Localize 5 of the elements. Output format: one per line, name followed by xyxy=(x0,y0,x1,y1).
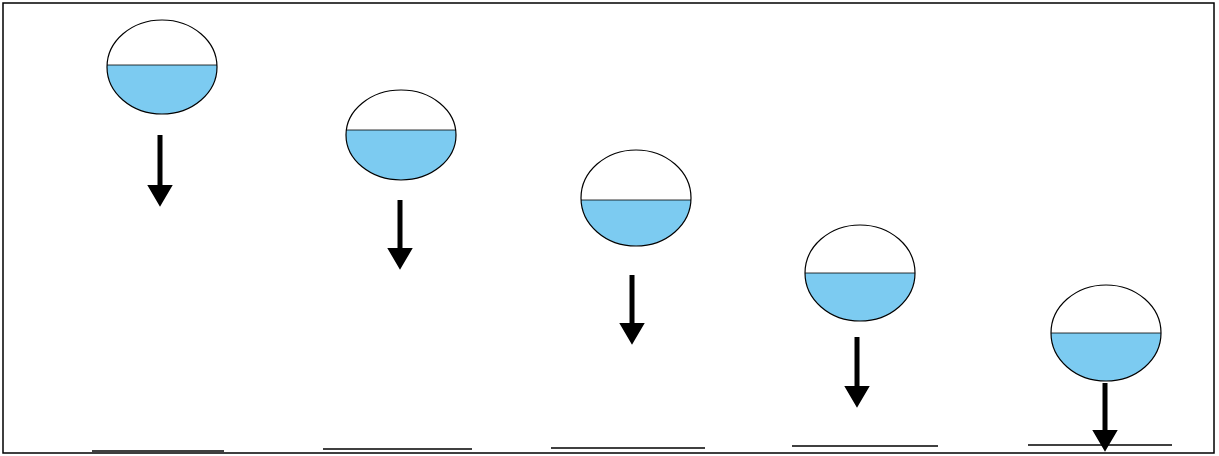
water-tank xyxy=(345,89,457,181)
water-tank xyxy=(580,149,692,247)
water-tank xyxy=(106,19,218,115)
water-tank xyxy=(1050,284,1162,382)
water-tank xyxy=(804,224,916,322)
